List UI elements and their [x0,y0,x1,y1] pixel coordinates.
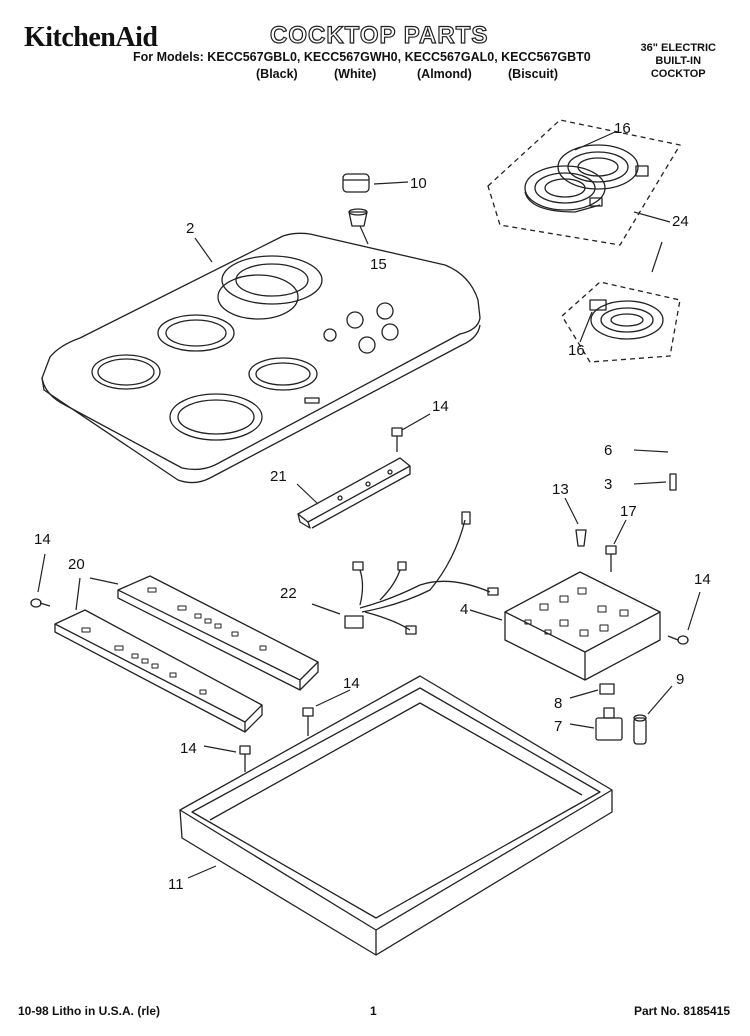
element-single [589,299,664,340]
brand-logo: KitchenAid [24,22,158,53]
bracket-small [297,457,411,529]
callout-6: 6 [604,442,612,459]
callout-9: 9 [676,671,684,688]
callout-20: 20 [68,556,85,573]
screw-14-left [30,598,51,608]
callout-14-mid: 14 [343,675,360,692]
element-dual [524,144,649,213]
screw-14-top [391,427,403,452]
element-single-dashed-box [561,281,681,363]
mount-plate [599,683,615,695]
terminal-block [633,714,647,745]
callout-10: 10 [410,175,427,192]
callout-21: 21 [270,468,287,485]
knob-insert [348,208,368,227]
callout-24: 24 [672,213,689,230]
callout-4: 4 [460,601,468,618]
callout-2: 2 [186,220,194,237]
color-label-biscuit: (Biscuit) [508,67,558,81]
callout-3: 3 [604,476,612,493]
wire-harness [344,511,499,635]
product-type: 36" ELECTRIC BUILT-IN COCKTOP [640,42,716,81]
screw-14-low [239,745,251,772]
control-knob [342,173,370,193]
callout-15: 15 [370,256,387,273]
callout-22: 22 [280,585,297,602]
callout-17: 17 [620,503,637,520]
callout-11: 11 [168,876,184,893]
leader-lines [37,131,701,879]
footer-part-number: Part No. 8185415 [633,1004,730,1018]
clip-3 [669,473,677,491]
callout-8: 8 [554,695,562,712]
footer-page-number: 1 [370,1004,377,1018]
screw-14-right [667,635,689,645]
footer-litho: 10-98 Litho in U.S.A. (rle) [18,1004,161,1018]
long-bracket-upper [117,575,319,691]
glass-cooktop [41,232,481,484]
long-bracket-lower [54,609,263,733]
callout-labels: 2 10 15 16 24 16 14 6 3 21 13 17 14 20 2… [34,120,711,893]
product-type-line: COCKTOP [650,68,706,80]
callout-16-upper: 16 [614,120,631,137]
callout-14-right: 14 [694,571,711,588]
control-box [504,571,661,681]
callout-13: 13 [552,481,569,498]
product-type-line: BUILT-IN [655,55,702,67]
product-type-line: 36" ELECTRIC [640,42,716,54]
color-label-black: (Black) [256,67,298,81]
callout-14-low: 14 [180,740,197,757]
cooktop-tray [179,675,613,956]
plug-13 [575,529,587,547]
callout-7: 7 [554,718,562,735]
screw-14-mid [302,707,314,736]
screw-17 [605,545,617,572]
callout-16-lower: 16 [568,342,585,359]
relay [595,707,623,741]
callout-14-left: 14 [34,531,51,548]
page-title: COCKTOP PARTS [269,21,489,49]
color-label-white: (White) [334,67,377,81]
callout-14-top: 14 [432,398,449,415]
model-list: For Models: KECC567GBL0, KECC567GWH0, KE… [133,50,591,64]
color-label-almond: (Almond) [417,67,472,81]
element-dual-dashed-box [487,119,681,246]
